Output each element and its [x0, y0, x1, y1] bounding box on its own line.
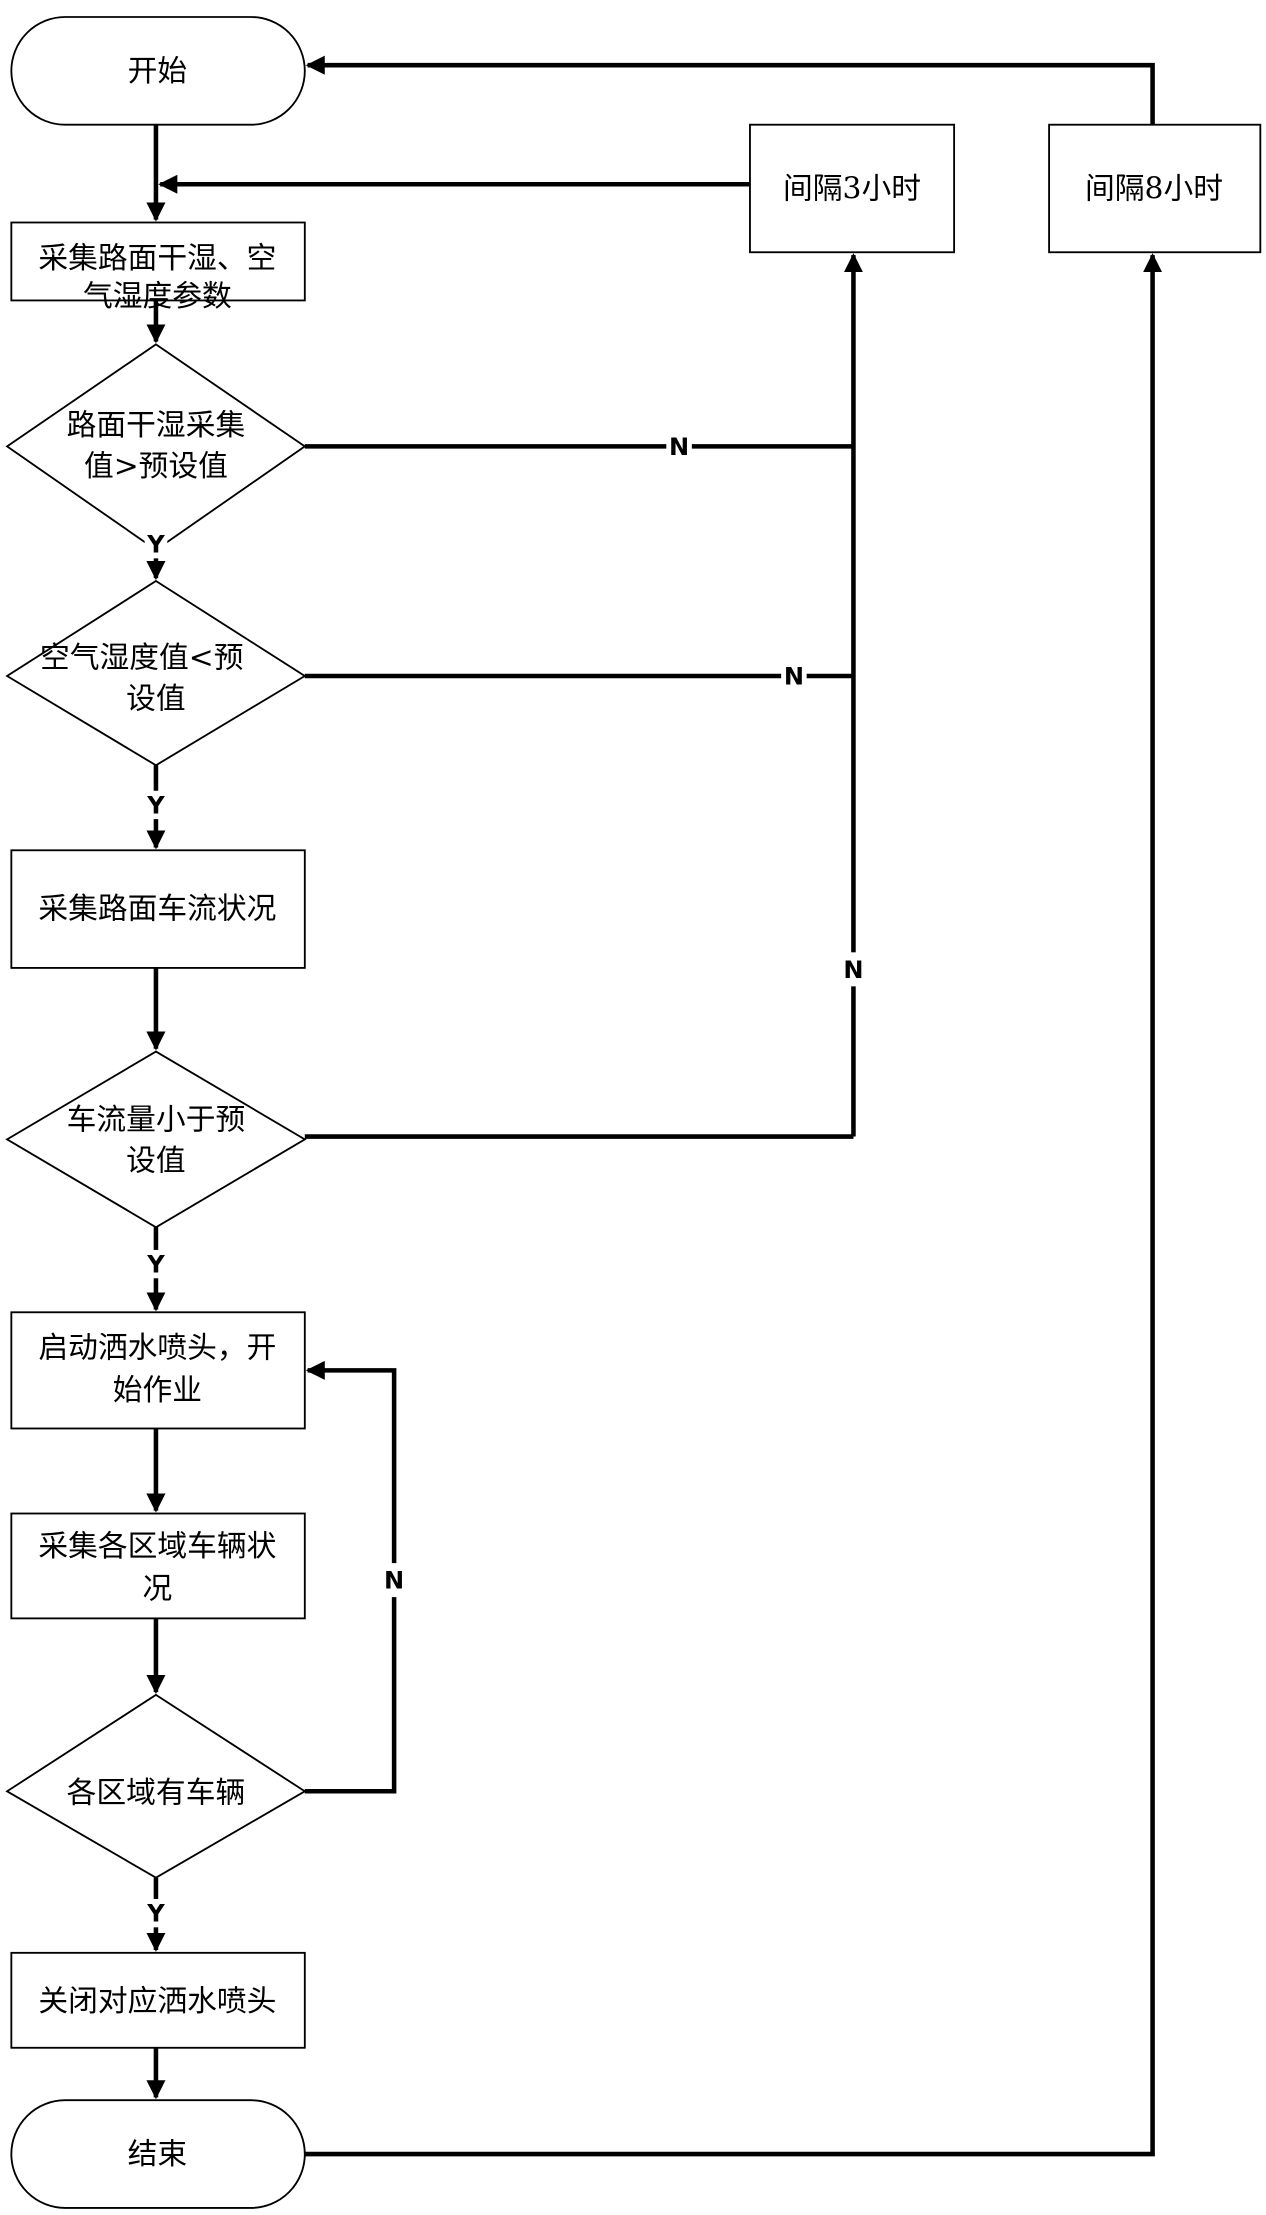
node-wait-8h-label: 间隔8小时 — [1085, 171, 1223, 206]
node-collect-vehicles-line2: 况 — [142, 1572, 172, 1607]
node-road-decision-line1: 路面干湿采集 — [67, 408, 246, 443]
edge-wait8h-to-start — [305, 55, 1155, 125]
edges — [146, 55, 1163, 2157]
node-wait-3h-label: 间隔3小时 — [783, 171, 921, 206]
node-air-decision-line2: 设值 — [126, 682, 186, 717]
node-air-decision: 空气湿度值<预 设值 — [5, 579, 307, 767]
node-wait-3h: 间隔3小时 — [749, 123, 956, 254]
node-traffic-decision: 车流量小于预 设值 — [5, 1050, 307, 1229]
node-road-decision: 路面干湿采集 值>预设值 — [5, 343, 307, 551]
node-collect-humidity: 采集路面干湿、空 气湿度参数 — [10, 221, 306, 314]
node-collect-humidity-line1: 采集路面干湿、空 — [38, 241, 276, 276]
label-road-yes: Y — [146, 531, 165, 559]
edge-end-to-wait8h — [304, 253, 1163, 2157]
node-air-decision-line1: 空气湿度值<预 — [40, 640, 243, 675]
node-start-sprinkler: 启动洒水喷头，开 始作业 — [10, 1311, 306, 1430]
node-collect-vehicles-line1: 采集各区域车辆状 — [38, 1529, 276, 1564]
node-end-label: 结束 — [128, 2137, 188, 2172]
node-close-sprinkler-label: 关闭对应洒水喷头 — [38, 1984, 276, 2019]
label-vehicles-no: N — [384, 1567, 404, 1595]
label-traffic-yes: Y — [146, 1251, 165, 1279]
node-collect-humidity-line2: 气湿度参数 — [83, 279, 232, 314]
node-traffic-decision-line2: 设值 — [126, 1144, 186, 1179]
node-start-sprinkler-line2: 始作业 — [113, 1373, 202, 1408]
node-collect-traffic-label: 采集路面车流状况 — [38, 891, 276, 926]
node-road-decision-line2: 值>预设值 — [84, 449, 228, 484]
node-start: 开始 — [10, 16, 306, 126]
node-wait-8h: 间隔8小时 — [1048, 123, 1262, 254]
node-close-sprinkler: 关闭对应洒水喷头 — [10, 1951, 306, 2049]
node-vehicles-decision: 各区域有车辆 — [5, 1693, 307, 1879]
label-traffic-no: N — [843, 956, 863, 984]
label-vehicles-yes: Y — [146, 1900, 165, 1928]
node-end: 结束 — [10, 2099, 306, 2209]
node-collect-vehicles: 采集各区域车辆状 况 — [10, 1512, 306, 1620]
node-vehicles-decision-label: 各区域有车辆 — [67, 1776, 246, 1811]
label-air-no: N — [784, 662, 804, 690]
node-start-sprinkler-line1: 启动洒水喷头，开 — [38, 1331, 276, 1366]
label-road-no: N — [669, 433, 689, 461]
node-start-label: 开始 — [128, 54, 188, 89]
label-air-yes: Y — [146, 791, 165, 819]
node-collect-traffic: 采集路面车流状况 — [10, 849, 306, 969]
edge-labels: N N N N Y Y Y Y — [144, 430, 868, 1928]
node-traffic-decision-line1: 车流量小于预 — [67, 1102, 246, 1137]
